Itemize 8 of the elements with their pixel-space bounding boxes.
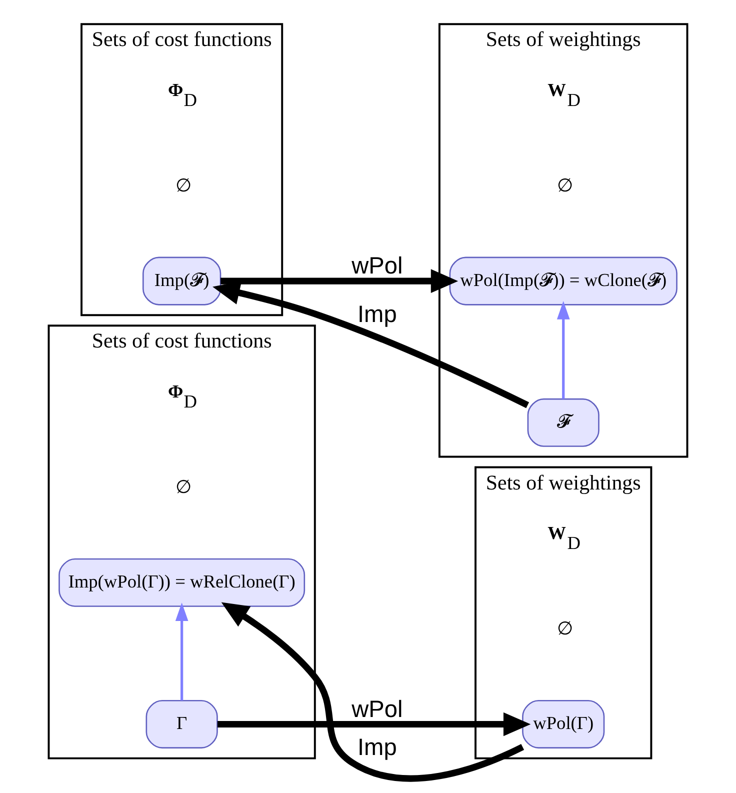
- label: ∅: [556, 176, 573, 196]
- label: ∅: [175, 176, 192, 196]
- label: ∅: [175, 477, 192, 498]
- edge-label: Imp: [358, 734, 397, 761]
- edge-label: Imp: [358, 302, 397, 328]
- edge-label: wPol: [352, 696, 403, 723]
- edge-label: wPol: [352, 254, 403, 280]
- label: ∅: [556, 618, 573, 639]
